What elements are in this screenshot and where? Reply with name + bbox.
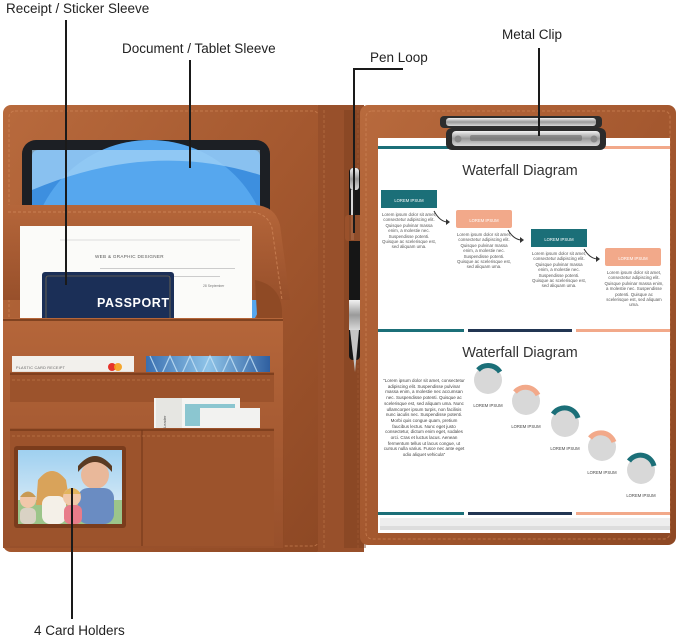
step-label: LOREM IPSUM — [394, 198, 424, 203]
step-body-text: Lorem ipsum dolor sit amet, consectetur … — [604, 270, 664, 308]
pad-bottom-title: Waterfall Diagram — [462, 345, 578, 361]
resume-note: 28 September — [203, 284, 225, 288]
step-label: LOREM IPSUM — [544, 237, 574, 242]
callout-receipt-sleeve: Receipt / Sticker Sleeve — [6, 1, 150, 16]
step-label: LOREM IPSUM — [511, 424, 541, 429]
step-label: LOREM IPSUM — [618, 256, 648, 261]
step-label: LOREM IPSUM — [473, 403, 503, 408]
loyalty-card-label: Leader — [162, 415, 167, 428]
passport-label: PASSPORT — [97, 296, 170, 310]
leader-line — [353, 68, 355, 233]
plastic-card-label: PLASTIC CARD RECEIPT — [16, 366, 66, 370]
diagram-block-salmon — [456, 210, 512, 228]
diagram-block-salmon — [605, 248, 661, 266]
leader-line — [538, 48, 540, 136]
pad-top-title: Waterfall Diagram — [462, 163, 578, 179]
passport — [42, 272, 174, 324]
callout-document-sleeve: Document / Tablet Sleeve — [122, 41, 276, 56]
diagram-block-teal — [381, 190, 437, 208]
step-label: LOREM IPSUM — [587, 470, 617, 475]
callout-metal-clip: Metal Clip — [502, 27, 563, 42]
callout-card-holders: 4 Card Holders — [34, 623, 125, 638]
step-label: LOREM IPSUM — [626, 493, 656, 498]
step-label: LOREM IPSUM — [469, 218, 499, 223]
diagram-block-teal — [531, 229, 587, 247]
waterfall-circles — [474, 363, 657, 484]
leader-line — [71, 488, 73, 619]
leader-line — [65, 20, 67, 285]
quote-text: "Lorem ipsum dolor sit amet, consectetur… — [383, 378, 465, 458]
step-body-text: Lorem ipsum dolor sit amet, consectetur … — [381, 212, 437, 250]
leader-line — [189, 60, 191, 168]
metal-clip — [440, 116, 606, 150]
leader-line — [353, 68, 403, 70]
step-label: LOREM IPSUM — [550, 446, 580, 451]
step-body-text: Lorem ipsum dolor sit amet, consectetur … — [456, 232, 512, 270]
callout-pen-loop: Pen Loop — [370, 50, 428, 65]
step-body-text: Lorem ipsum dolor sit amet, consectetur … — [531, 251, 587, 289]
photo-person — [81, 461, 109, 489]
resume-heading: WEB & GRAPHIC DESIGNER — [95, 254, 164, 259]
